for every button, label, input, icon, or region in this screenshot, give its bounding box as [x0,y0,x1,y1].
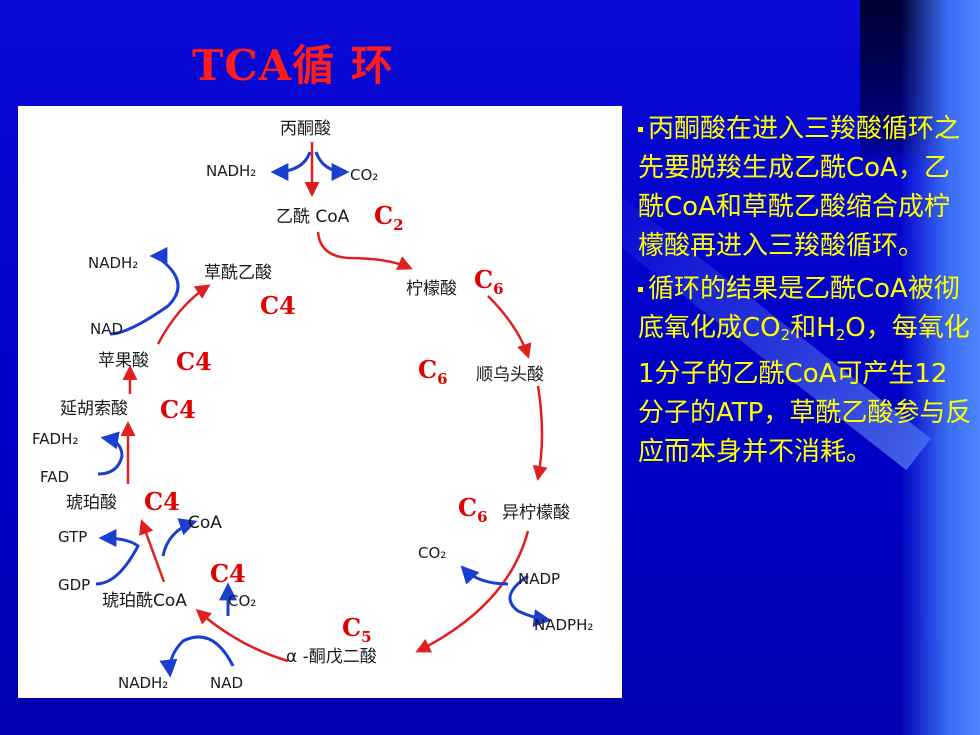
node-acetyl-coa: 乙酰 CoA [276,207,350,227]
cofactor-nadh2-top: NADH₂ [206,162,256,180]
arrow-co2-iso [460,565,509,586]
arrow-cis-iso [532,385,548,481]
node-pyruvate: 丙酮酸 [280,119,331,139]
cofactor-nadp: NADP [518,570,560,588]
arrow-succinylcoa-succinate [139,519,166,583]
cofactor-nad-bottom: NAD [210,674,243,692]
cofactor-nad-left: NAD [90,320,123,338]
node-alpha-kg: α -酮戊二酸 [286,647,377,667]
arrow-fad [97,431,124,476]
bullet-icon [638,127,643,132]
cofactor-nadh2-left: NADH₂ [88,254,138,272]
cofactor-nadph2: NADPH₂ [534,616,593,634]
node-oxaloacetate: 草酰乙酸 [204,263,272,283]
arrow-acetyl-citrate [316,231,413,270]
node-succinate: 琥珀酸 [66,493,117,513]
description-text: 丙酮酸在进入三羧酸循环之先要脱羧生成乙酰CoA，乙酰CoA和草酰乙酸缩合成柠檬酸… [638,110,972,476]
arrow-top-nadh2 [270,151,312,181]
node-isocitrate: 异柠檬酸 [502,503,570,523]
node-fumarate: 延胡索酸 [60,399,128,419]
slide-title: TCA循 环 [192,41,394,90]
cofactor-fad: FAD [40,468,69,486]
cofactor-coa: CoA [188,513,222,533]
carbon-malate: C4 [176,347,212,376]
tca-cycle-diagram: 丙酮酸 乙酰 CoA 柠檬酸 顺乌头酸 异柠檬酸 α -酮戊二酸 琥珀酰CoA … [18,106,622,698]
carbon-fumarate: C4 [160,395,196,424]
cofactor-co2-iso: CO₂ [418,544,446,562]
carbon-citrate: C6 [474,265,504,298]
cofactor-fadh2: FADH₂ [32,430,78,448]
carbon-succinate: C4 [144,487,180,516]
arrow-malate-oxaloacetate [156,284,211,345]
tca-cycle-svg: 丙酮酸 乙酰 CoA 柠檬酸 顺乌头酸 异柠檬酸 α -酮戊二酸 琥珀酰CoA … [32,119,593,692]
cofactor-gtp: GTP [58,528,87,546]
carbon-oxaloacetate: C4 [260,291,296,320]
arrow-top-co2 [314,151,350,181]
carbon-akg: C5 [342,613,372,646]
arrow-iso-akg [415,530,530,653]
carbon-succinyl: C4 [210,559,246,588]
cofactor-co2-top: CO₂ [350,166,378,184]
carbon-acetyl: C2 [374,201,404,234]
arrow-citrate-cis [487,295,532,359]
decorative-right-band [900,0,980,735]
cofactor-gdp: GDP [58,576,90,594]
arrow-gtp [95,529,140,586]
bullet-icon [638,287,643,292]
arrow-nadp [508,574,552,628]
cofactor-nadh2-bottom: NADH₂ [118,674,168,692]
node-malate: 苹果酸 [98,351,149,371]
carbon-cis: C6 [418,355,448,388]
cofactor-co2-succ: CO₂ [228,592,256,610]
description-paragraph-1: 丙酮酸在进入三羧酸循环之先要脱羧生成乙酰CoA，乙酰CoA和草酰乙酸缩合成柠檬酸… [638,114,961,261]
cycle-arrows [120,142,548,663]
carbon-iso: C6 [458,493,488,526]
arrow-left-nadh2 [109,247,180,336]
arrow-coa [161,518,198,557]
node-citrate: 柠檬酸 [406,279,457,299]
description-paragraph-2: 循环的结果是乙酰CoA被彻底氧化成CO2和H2O，每氧化1分子的乙酰CoA可产生… [638,274,972,467]
arrow-akg-succinylcoa [195,609,289,663]
node-succinyl-coa: 琥珀酰CoA [102,591,187,611]
node-cis-aconitate: 顺乌头酸 [476,365,544,385]
cofactor-arrows [95,151,552,678]
arrow-bottom-nadh2 [159,635,235,678]
